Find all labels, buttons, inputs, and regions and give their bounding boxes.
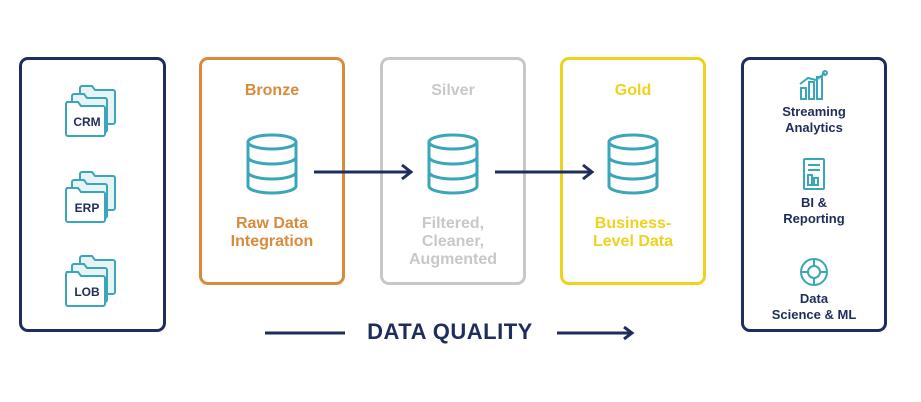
consumer-data-science-ml: Data Science & ML	[744, 255, 884, 323]
stage-description: Filtered, Cleaner, Augmented	[409, 215, 497, 268]
consumer-label: Data Science & ML	[771, 291, 857, 322]
source-label: LOB	[74, 285, 100, 299]
stage-description: Raw Data Integration	[230, 215, 314, 250]
data-sources-panel: CRM ERP LOB	[19, 57, 166, 332]
consumer-streaming-analytics: Streaming Analytics	[744, 70, 884, 136]
source-lob: LOB	[64, 252, 124, 308]
consumers-panel: Streaming Analytics BI & Reporting	[741, 57, 887, 332]
source-label: CRM	[73, 115, 101, 129]
data-quality-label: DATA QUALITY	[367, 319, 533, 344]
flow-arrow	[314, 163, 414, 181]
report-icon	[803, 158, 825, 190]
stage-description: Business- Level Data	[592, 215, 674, 250]
stage-title: Silver	[431, 82, 475, 99]
source-label: ERP	[74, 201, 100, 215]
consumer-bi-reporting: BI & Reporting	[744, 157, 884, 227]
database-icon	[607, 133, 659, 195]
brain-icon	[800, 258, 828, 286]
consumer-label: Streaming Analytics	[782, 104, 846, 135]
folder-stack-icon	[65, 255, 116, 307]
consumer-label: BI & Reporting	[783, 195, 845, 226]
stage-title: Bronze	[244, 82, 300, 99]
database-icon	[246, 133, 298, 195]
source-crm: CRM	[64, 82, 124, 138]
analytics-icon	[799, 70, 828, 100]
source-erp: ERP	[64, 168, 124, 224]
folder-stack-icon	[65, 171, 116, 223]
quality-arrow-right	[557, 326, 635, 340]
folder-stack-icon	[65, 85, 116, 137]
database-icon	[427, 133, 479, 195]
stage-title: Gold	[614, 82, 652, 99]
flow-arrow	[495, 163, 595, 181]
quality-line-left	[265, 331, 345, 335]
